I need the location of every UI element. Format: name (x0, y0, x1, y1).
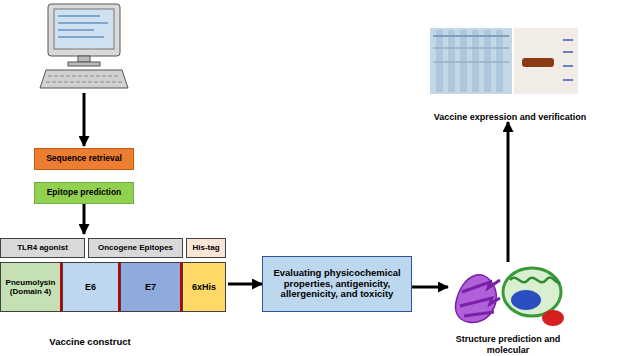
node-label: TLR4 agonist (1, 243, 84, 252)
gel-lane (460, 30, 467, 92)
evaluation-box: Evaluating physicochemical properties, a… (262, 256, 412, 312)
gel-band (433, 35, 509, 37)
node-label: Vaccine expression and verification (415, 112, 605, 122)
header-box: His-tag (186, 238, 226, 258)
green-domain (503, 268, 561, 316)
computer-icon (40, 4, 128, 88)
keyboard (40, 70, 128, 88)
screen-line (58, 29, 94, 31)
construct-segment: E6 (62, 262, 120, 312)
node-label: Sequence retrieval (35, 154, 133, 164)
blot-panel (514, 28, 578, 94)
construct-segment: E7 (120, 262, 182, 312)
process-box: Sequence retrieval (34, 148, 134, 170)
monitor (48, 4, 120, 56)
structure-panel: Structure prediction and molecular (448, 262, 568, 355)
node-label: 6xHis (183, 282, 225, 292)
blue-domain (511, 290, 541, 310)
ladder-band (563, 39, 573, 41)
gel-lane (484, 30, 491, 92)
construct-group: Vaccine construct TLR4 agonist Oncogene Ep… (0, 234, 228, 348)
gel-lane (448, 30, 455, 92)
gel-lane (496, 30, 503, 92)
gel-panel (430, 28, 512, 94)
ladder-band (563, 65, 573, 67)
screen-line (58, 15, 100, 17)
node-label: Evaluating physicochemical properties, a… (263, 268, 411, 301)
construct-segment: Pneumolysin (Domain 4) (0, 262, 62, 312)
flow-arrow (507, 122, 510, 262)
screen-line (58, 36, 104, 38)
keyboard-row (48, 76, 120, 77)
flow-arrow (83, 93, 86, 146)
red-domain (542, 310, 564, 326)
purple-strand (464, 312, 494, 316)
gel-band (433, 47, 509, 49)
ladder-band (563, 51, 573, 53)
expression-panel: Vaccine expression and verification (415, 22, 605, 122)
flow-arrow (228, 283, 262, 286)
gel-lane (472, 30, 479, 92)
header-box: TLR4 agonist (0, 238, 85, 258)
node-label: Epitope prediction (35, 188, 133, 198)
gel-lane (436, 30, 443, 92)
construct-segment: 6xHis (182, 262, 226, 312)
node-label: Oncogene Epitopes (89, 243, 182, 252)
monitor-stand (78, 56, 90, 62)
monitor-screen (54, 9, 114, 49)
protein-structure (456, 268, 565, 326)
header-box: Oncogene Epitopes (88, 238, 183, 258)
keyboard-row (46, 82, 123, 83)
monitor-base (68, 62, 100, 66)
blot-band (522, 58, 554, 67)
node-label: E7 (121, 282, 180, 292)
flow-arrow (412, 286, 448, 289)
purple-strand (462, 280, 500, 292)
ladder-band (563, 79, 573, 81)
node-label: Pneumolysin (Domain 4) (1, 278, 60, 296)
process-box: Epitope prediction (34, 182, 134, 204)
green-helix (510, 277, 560, 282)
node-label: Vaccine construct (0, 337, 180, 348)
purple-strand (460, 298, 500, 306)
node-label: E6 (63, 282, 118, 292)
node-label: His-tag (187, 243, 225, 252)
flow-arrow (83, 204, 86, 234)
gel-image (430, 28, 578, 94)
gel-band (433, 61, 509, 63)
screen-line (58, 22, 108, 24)
node-label: Structure prediction and molecular (448, 334, 568, 355)
